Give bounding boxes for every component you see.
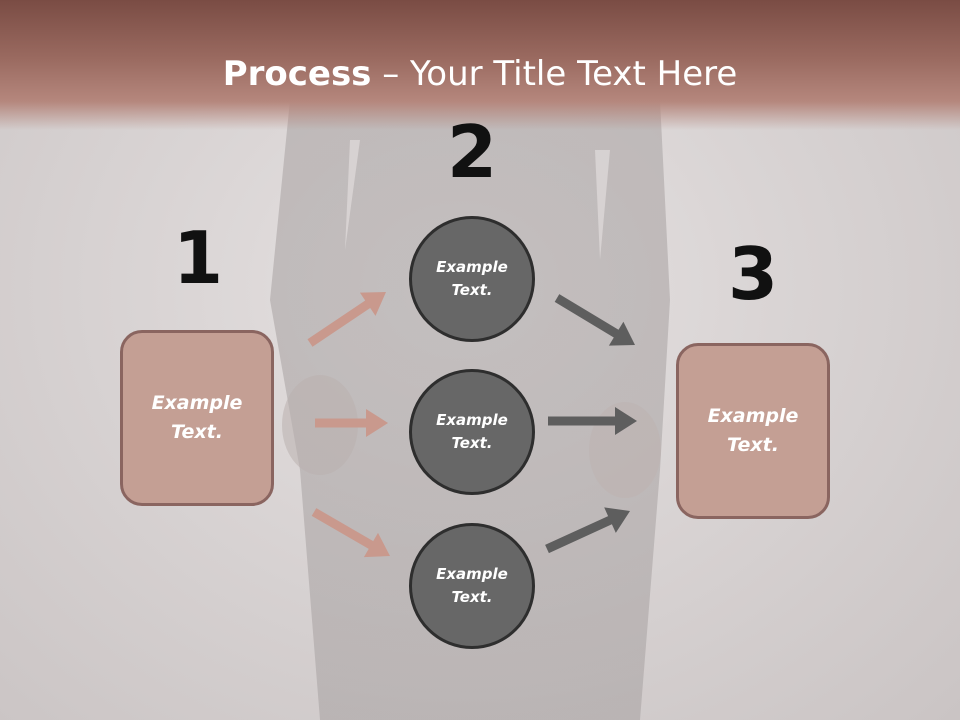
step-number-3: 3 xyxy=(727,232,779,316)
arrow-from-circle-top xyxy=(554,294,635,346)
title-rest: – Your Title Text Here xyxy=(371,54,738,94)
arrow-to-circle-top xyxy=(307,292,386,347)
step-number-2: 2 xyxy=(446,110,498,194)
circle-bottom: Example Text. xyxy=(409,523,535,649)
step-3-box: Example Text. xyxy=(676,343,830,519)
arrow-from-circle-bottom xyxy=(545,507,630,554)
title-bold: Process xyxy=(222,54,372,94)
arrow-to-circle-bottom xyxy=(311,508,390,558)
title-banner xyxy=(0,0,960,130)
circle-top: Example Text. xyxy=(409,216,535,342)
slide-title: Process – Your Title Text Here xyxy=(0,52,960,96)
step-number-1: 1 xyxy=(172,216,224,300)
step-1-box: Example Text. xyxy=(120,330,274,506)
arrow-to-circle-middle xyxy=(315,409,388,437)
arrow-from-circle-middle xyxy=(548,407,637,435)
circle-middle: Example Text. xyxy=(409,369,535,495)
